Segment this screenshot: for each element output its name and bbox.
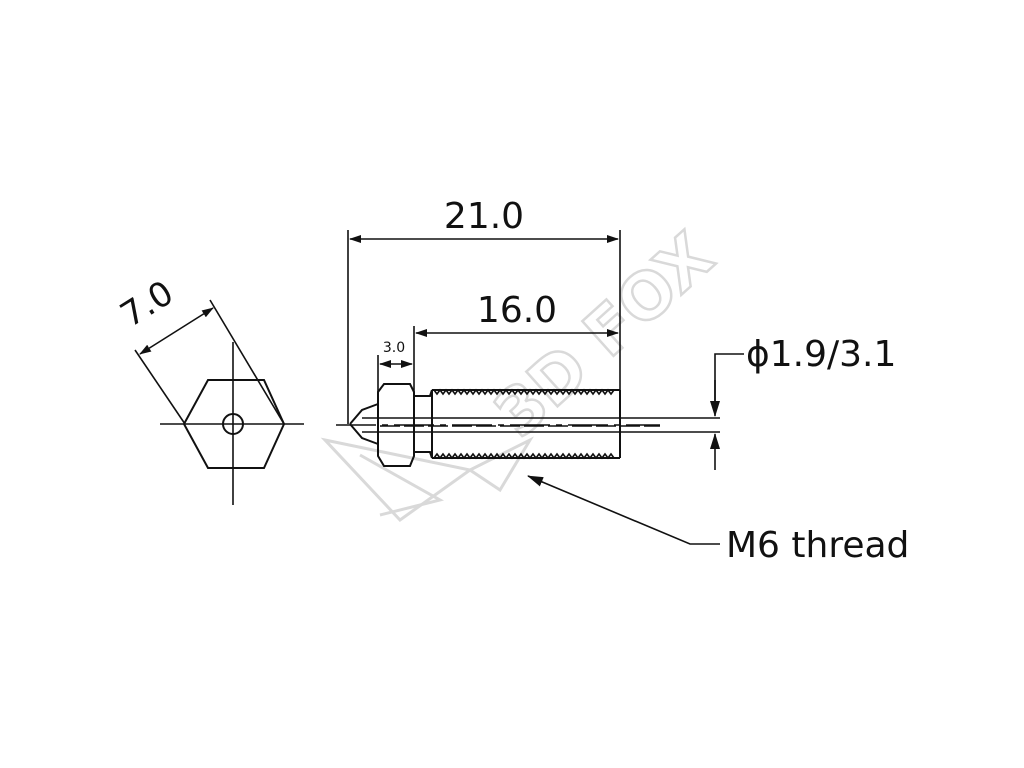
hex-collar-upper [377, 383, 415, 404]
side-dimensions: 21.0 16.0 3.0 ϕ1.9/3.1 M6 thread [347, 196, 909, 566]
nozzle-tip-upper [349, 403, 379, 425]
thread-pattern-bottom [433, 452, 615, 460]
neck-length-label: 3.0 [383, 340, 405, 356]
hex-end-view: 7.0 [114, 273, 304, 505]
nozzle-tip-lower [349, 423, 379, 445]
neck-upper [414, 389, 433, 397]
thread-pattern-top [433, 388, 615, 396]
thread-length-label: 16.0 [477, 290, 557, 331]
bore-diameter-label: ϕ1.9/3.1 [746, 334, 896, 375]
hex-width-dimension-line [139, 307, 214, 355]
watermark-logo: 3D FOX [320, 218, 729, 522]
thread-callout-leader [527, 475, 720, 545]
hex-extension-line-left [134, 349, 186, 425]
bore-diameter-leader [714, 353, 744, 404]
watermark-text: 3D FOX [481, 219, 728, 451]
neck-lower [414, 451, 433, 459]
overall-length-label: 21.0 [444, 196, 524, 237]
thread-callout-label: M6 thread [726, 525, 909, 566]
hex-extension-line-right [209, 299, 285, 425]
nozzle-side-view [336, 383, 720, 467]
hex-width-label: 7.0 [114, 273, 181, 336]
